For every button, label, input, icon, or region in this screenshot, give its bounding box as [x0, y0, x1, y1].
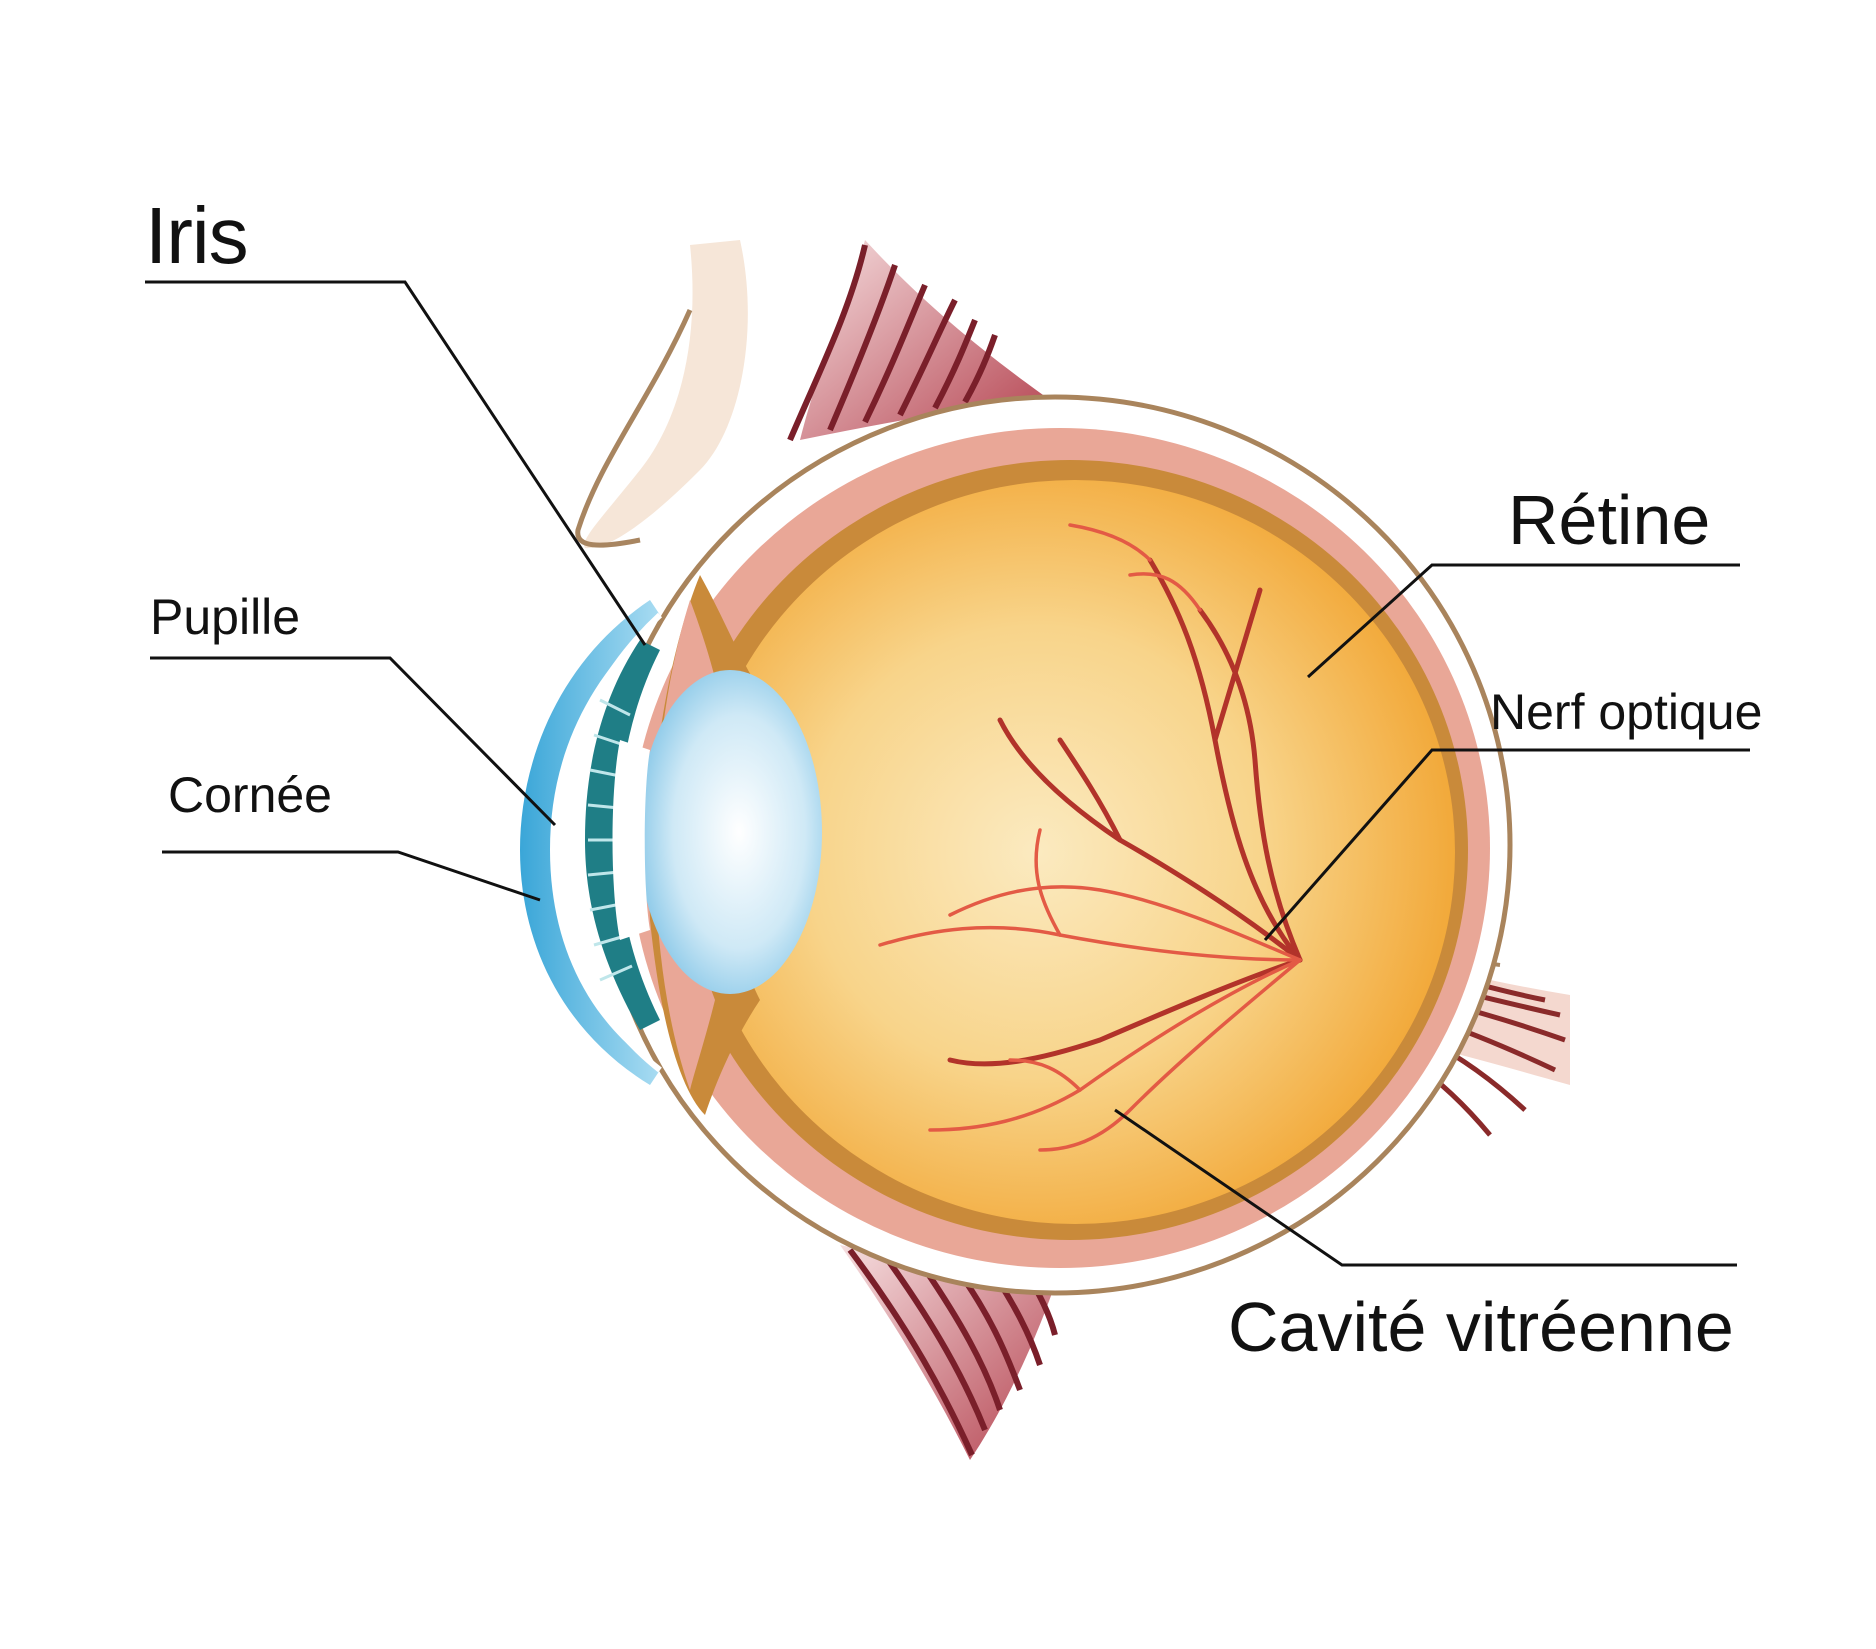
leader-cornee	[162, 852, 540, 900]
label-iris: Iris	[145, 196, 248, 276]
pupil	[613, 740, 651, 940]
upper-eyelid	[578, 240, 748, 548]
label-pupille: Pupille	[150, 592, 300, 642]
label-cornee: Cornée	[168, 770, 332, 820]
label-nerf-optique: Nerf optique	[1490, 687, 1762, 737]
label-cavite-vitreenne: Cavité vitréenne	[1228, 1292, 1734, 1362]
lens	[638, 670, 822, 994]
label-retine: Rétine	[1508, 485, 1710, 555]
